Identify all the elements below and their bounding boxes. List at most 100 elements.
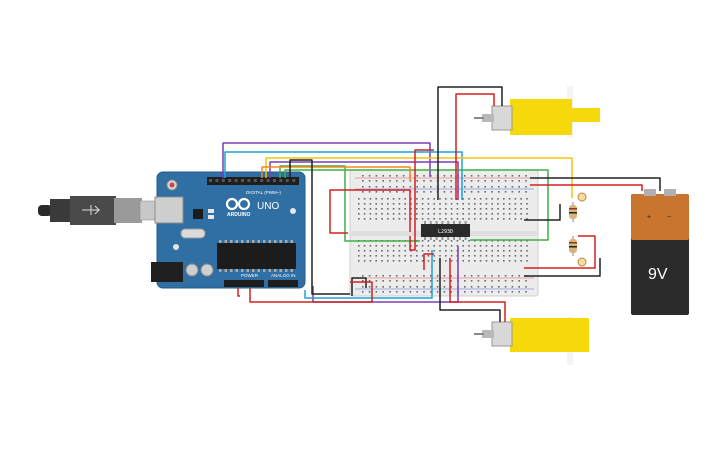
pin-hole [514, 198, 517, 200]
pin-hole [468, 203, 470, 205]
pin-hole [427, 260, 430, 262]
pin-hole [450, 186, 452, 188]
pin-hole [423, 186, 425, 188]
pin-hole [439, 198, 441, 200]
pin-hole [498, 180, 500, 182]
pin-hole [518, 175, 520, 177]
pin-hole [375, 280, 378, 282]
pin-hole [508, 198, 511, 200]
pin-hole [470, 286, 473, 288]
pin-hole [398, 208, 401, 210]
pin-hole [247, 179, 251, 182]
pin-hole [445, 208, 447, 210]
pin-hole [235, 240, 238, 243]
crystal [180, 228, 206, 239]
pin-hole [443, 286, 446, 288]
pin-hole [450, 203, 453, 205]
wires [222, 86, 661, 322]
pin-hole [398, 203, 401, 205]
pin-hole [358, 198, 360, 200]
ldr-top [577, 192, 587, 202]
pin-hole [368, 280, 371, 282]
pin-hole [464, 180, 466, 182]
pin-hole [456, 245, 459, 247]
pin-hole [468, 213, 470, 215]
pin-hole [511, 191, 514, 193]
pin-hole [241, 240, 244, 243]
pin-hole [423, 286, 425, 288]
pin-hole [392, 208, 395, 210]
pin-hole [464, 237, 467, 240]
pin-hole [416, 291, 418, 293]
pin-hole [477, 291, 480, 293]
pin-hole [526, 260, 528, 262]
pin-hole [498, 286, 500, 288]
wire-black-motor-bottom [439, 258, 501, 322]
pin-hole [389, 186, 391, 188]
pin-hole [518, 191, 520, 193]
pin-hole [369, 260, 372, 262]
pin-hole [427, 240, 430, 242]
pin-hole [439, 240, 441, 242]
pin-hole [477, 186, 480, 188]
pin-hole [464, 275, 466, 277]
pin-hole [219, 240, 222, 243]
pin-hole [508, 260, 511, 262]
pin-hole [358, 203, 360, 205]
pin-hole [474, 245, 476, 247]
pin-hole [369, 213, 372, 215]
pin-hole [387, 255, 389, 257]
pin-hole [368, 180, 371, 182]
pin-hole [375, 286, 378, 288]
pin-hole [416, 213, 418, 215]
pin-hole [439, 255, 441, 257]
pin-hole [526, 240, 528, 242]
wire-blue-b [304, 250, 433, 299]
pin-hole [423, 175, 425, 177]
pin-hole [443, 280, 446, 282]
pin-hole [503, 198, 505, 200]
pin-hole [485, 255, 488, 257]
pin-hole [479, 208, 482, 210]
pin-hole [497, 198, 499, 200]
pin-hole [514, 213, 517, 215]
pin-hole [498, 191, 500, 193]
pin-hole [498, 280, 500, 282]
pin-hole [491, 191, 493, 193]
pin-hole [430, 275, 432, 277]
pin-hole [453, 221, 455, 224]
pin-hole [430, 175, 432, 177]
pin-hole [450, 280, 452, 282]
pin-hole [387, 245, 389, 247]
pin-hole [508, 203, 511, 205]
pin-hole [363, 203, 366, 205]
pin-hole [410, 260, 412, 262]
pin-hole [503, 245, 505, 247]
pin-hole [447, 237, 450, 240]
pin-hole [462, 203, 464, 205]
pin-hole [363, 245, 366, 247]
pin-hole [479, 240, 482, 242]
pin-hole [514, 203, 517, 205]
pin-hole [402, 186, 405, 188]
resistor-1 [569, 202, 577, 222]
brand-label: ARDUINO [227, 212, 250, 218]
pin-hole [416, 260, 418, 262]
pin-hole [485, 203, 488, 205]
pin-hole [520, 255, 522, 257]
pin-hole [433, 245, 435, 247]
pin-hole [398, 260, 401, 262]
pin-hole [358, 260, 360, 262]
pin-hole [230, 269, 233, 272]
pin-hole [504, 275, 507, 277]
pin-hole [497, 245, 499, 247]
pin-hole [263, 240, 266, 243]
pin-hole [396, 275, 398, 277]
pin-hole [520, 208, 522, 210]
pin-hole [409, 280, 412, 282]
pin-hole [209, 179, 212, 182]
pin-hole [450, 218, 453, 220]
atmega-chip-small [193, 209, 203, 219]
pin-hole [382, 191, 384, 193]
pin-hole [392, 203, 395, 205]
